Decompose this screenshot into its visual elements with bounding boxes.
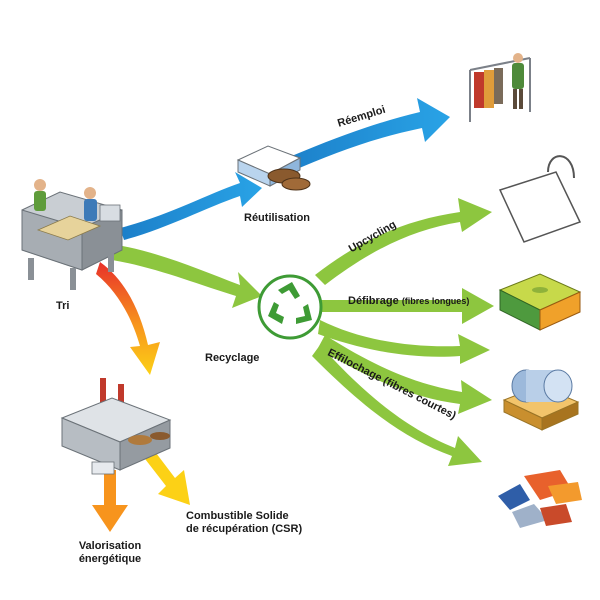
valorisation-label: Valorisation énergétique <box>62 540 158 566</box>
insulation-roll-icon <box>502 369 580 431</box>
csr-arrow <box>142 445 190 505</box>
clothes-rack-icon <box>469 53 531 122</box>
sorting-station-icon <box>21 179 123 290</box>
tote-bag-icon <box>498 155 582 243</box>
factory-icon <box>60 378 172 475</box>
tri-label: Tri <box>56 300 70 312</box>
recyclage-arrow <box>112 244 262 308</box>
valorisation-line-1: Valorisation <box>78 540 142 552</box>
upcycling-arrow <box>315 198 492 285</box>
effilochage-arrows <box>312 320 492 466</box>
defibrage-note: (fibres longues) <box>401 296 470 306</box>
csr-line-1: Combustible Solide <box>186 510 289 522</box>
reutilisation-label: Réutilisation <box>244 212 311 224</box>
recyclage-label: Recyclage <box>205 352 260 364</box>
recycle-symbol-icon <box>257 274 323 340</box>
defibrage-arrow <box>320 288 494 324</box>
csr-line-2: de récupération (CSR) <box>186 523 303 535</box>
reemploi-arrow <box>120 98 450 240</box>
clothes-shoes-icon <box>236 145 311 191</box>
energy-arrow <box>92 470 128 532</box>
valorisation-line-2: énergétique <box>78 553 142 565</box>
valorisation-arrow <box>96 262 160 375</box>
defibrage-label: Défibrage (fibres longues) <box>348 295 469 308</box>
folded-sweater-icon <box>498 273 582 331</box>
fiber-scraps-icon <box>498 470 582 528</box>
csr-label: Combustible Solide de récupération (CSR) <box>186 510 302 536</box>
defibrage-text: Défibrage <box>348 295 399 307</box>
